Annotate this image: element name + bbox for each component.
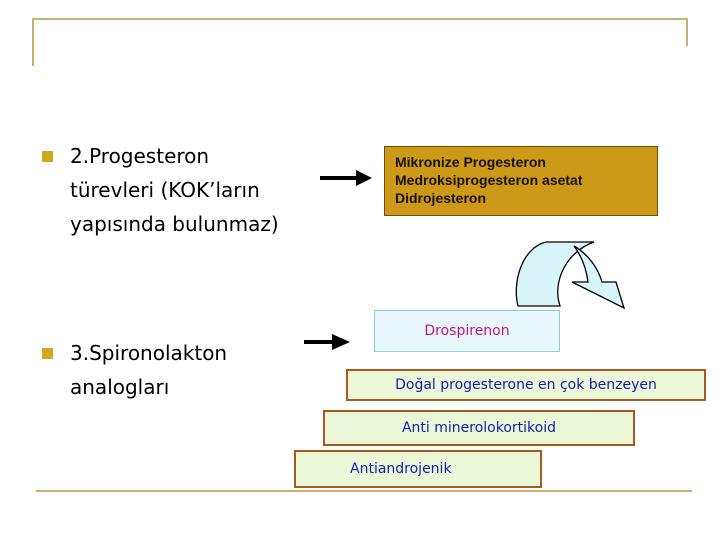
drug-item: Didrojesteron (395, 190, 487, 206)
bullet-square-icon (42, 151, 53, 162)
bullet-square-icon (42, 348, 53, 359)
property-box-natural-progesterone: Doğal progesterone en çok benzeyen (346, 369, 706, 401)
bullet-2-line-1: 3.Spironolakton (70, 341, 228, 365)
bullet-2-line-2: analogları (70, 375, 170, 399)
frame-top-line (32, 18, 688, 20)
frame-left-line (32, 18, 34, 66)
bullet-1-line-1: 2.Progesteron (70, 144, 210, 168)
frame-right-line (686, 18, 688, 46)
drug-item: Medroksiprogesteron asetat (395, 172, 583, 188)
arrow-right-icon-2 (304, 334, 350, 350)
property-box-antiandrogenic: Antiandrojenik (294, 450, 542, 488)
bullet-1-line-3: yapısında bulunmaz) (70, 212, 279, 236)
bullet-1-line-2: türevleri (KOK’ların (70, 178, 260, 202)
curved-down-arrow-icon (515, 241, 626, 310)
progesterone-derivatives-box: Mikronize Progesteron Medroksiprogestero… (384, 146, 658, 216)
frame-bottom-line (36, 490, 692, 492)
arrow-right-icon-1 (320, 170, 372, 186)
property-box-anti-mineralocorticoid: Anti minerolokortikoid (323, 410, 635, 446)
drug-item: Mikronize Progesteron (395, 154, 546, 170)
drospirenone-box: Drospirenon (374, 310, 560, 352)
